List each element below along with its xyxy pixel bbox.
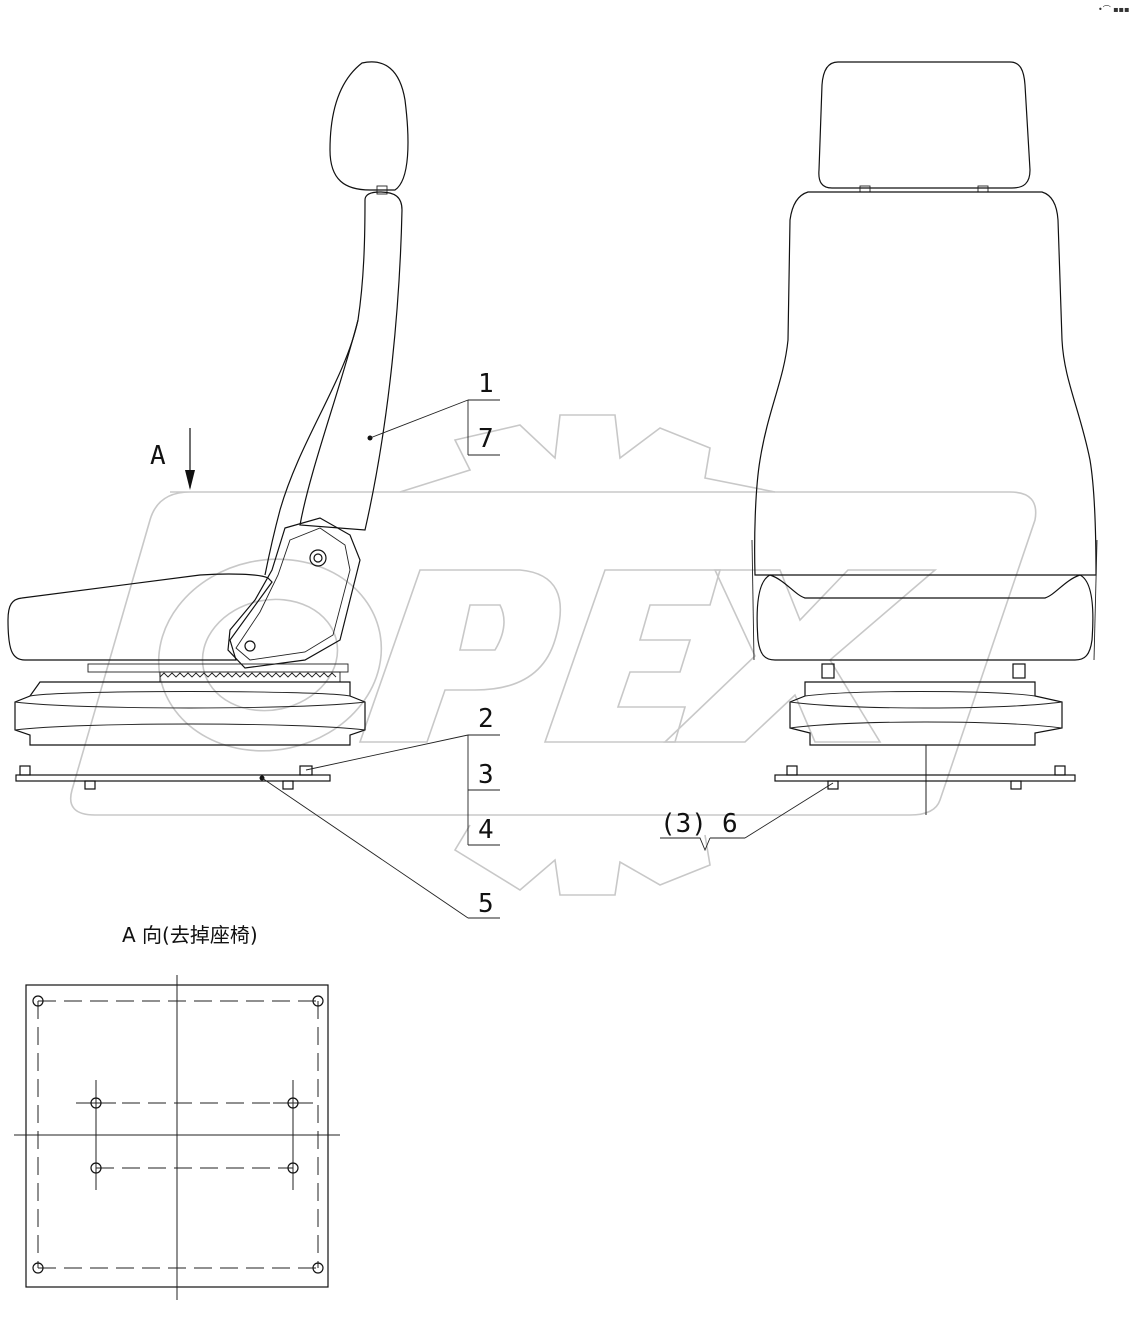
bolt bbox=[299, 765, 313, 776]
bolt bbox=[786, 765, 798, 776]
watermark-frame bbox=[70, 491, 1037, 816]
part-label-1: 1 bbox=[478, 369, 494, 399]
rail-foot-right bbox=[1012, 663, 1026, 679]
headrest-post bbox=[376, 185, 388, 195]
backrest-front bbox=[754, 191, 1097, 576]
bellows-fold-2 bbox=[14, 701, 366, 709]
watermark-letter-x bbox=[663, 569, 938, 743]
part-label-3-ref: (3) bbox=[660, 809, 707, 839]
headrest-post-left bbox=[859, 185, 871, 193]
watermark-letter-e bbox=[543, 569, 722, 743]
leader-line-6 bbox=[744, 782, 834, 839]
bolt bbox=[84, 780, 96, 790]
watermark-logo bbox=[70, 414, 1037, 896]
bolt bbox=[19, 765, 31, 776]
seat-rail-teeth bbox=[159, 672, 337, 678]
bolt bbox=[827, 780, 839, 790]
view-a-caption: A 向(去掉座椅) bbox=[122, 923, 258, 947]
backrest-side-line-left bbox=[751, 539, 755, 661]
watermark-gear bbox=[399, 414, 776, 896]
bellows-fold-3 bbox=[14, 723, 366, 731]
bolt bbox=[282, 780, 294, 790]
watermark-letter-o-inner bbox=[201, 598, 339, 712]
recline-pivot-bolt bbox=[309, 549, 327, 567]
seat-front-view bbox=[751, 61, 1098, 815]
view-a-base-plate bbox=[14, 975, 340, 1300]
recline-bracket-inner bbox=[235, 527, 351, 661]
mounting-hole bbox=[287, 1162, 299, 1174]
bellows-fold-1 bbox=[29, 691, 351, 697]
part-label-3: 3 bbox=[478, 760, 494, 790]
part-label-7: 7 bbox=[478, 424, 494, 454]
bolt bbox=[1010, 780, 1022, 790]
part-label-6: 6 bbox=[722, 809, 738, 839]
bellows-front-fold-2 bbox=[789, 701, 1063, 709]
base-plate-front bbox=[774, 774, 1076, 782]
backrest-side-line-right bbox=[1093, 539, 1098, 661]
leader-line-2 bbox=[305, 734, 469, 771]
watermark-letter-p bbox=[358, 569, 562, 743]
view-arrow-head bbox=[185, 470, 195, 490]
view-arrow-letter: A bbox=[150, 441, 166, 471]
leader-line-1 bbox=[369, 399, 469, 439]
seat-rail bbox=[87, 663, 349, 673]
mounting-hole bbox=[312, 1262, 324, 1274]
recline-bracket bbox=[227, 517, 361, 669]
mounting-hole bbox=[287, 1097, 299, 1109]
bolts-side bbox=[19, 765, 313, 790]
seat-side-view bbox=[7, 61, 409, 790]
bolts-front bbox=[786, 765, 1066, 790]
mounting-hole bbox=[90, 1097, 102, 1109]
leaders bbox=[259, 399, 834, 919]
view-arrow-a: A bbox=[150, 428, 195, 490]
headrest-front bbox=[818, 61, 1031, 189]
part-label-5: 5 bbox=[478, 889, 494, 919]
bolt bbox=[1054, 765, 1066, 776]
backrest-front-edge bbox=[264, 319, 359, 576]
rail-foot-left bbox=[821, 663, 835, 679]
headrest-post-right bbox=[977, 185, 989, 193]
seat-cushion-side bbox=[7, 573, 273, 661]
mounting-hole bbox=[312, 995, 324, 1007]
recline-pivot-bolt-inner bbox=[313, 553, 323, 563]
seat-cushion-front bbox=[756, 574, 1094, 661]
mounting-hole bbox=[32, 1262, 44, 1274]
corner-mark: •⌒ ▪▪▪ bbox=[1098, 5, 1130, 14]
part-label-2: 2 bbox=[478, 704, 494, 734]
part-label-4: 4 bbox=[478, 815, 494, 845]
bellows-front-fold-1 bbox=[804, 691, 1036, 697]
leader-tick-3-ref bbox=[660, 837, 711, 852]
base-plate-side bbox=[15, 774, 331, 782]
mounting-hole bbox=[32, 995, 44, 1007]
recline-pin bbox=[244, 640, 256, 652]
backrest-side bbox=[299, 191, 403, 531]
part-labels: 1 7 2 3 4 5 (3) 6 bbox=[478, 369, 738, 919]
leader-line-5 bbox=[261, 777, 469, 919]
mounting-hole bbox=[90, 1162, 102, 1174]
bellows-front-fold-3 bbox=[789, 721, 1063, 729]
headrest-side bbox=[329, 61, 409, 191]
